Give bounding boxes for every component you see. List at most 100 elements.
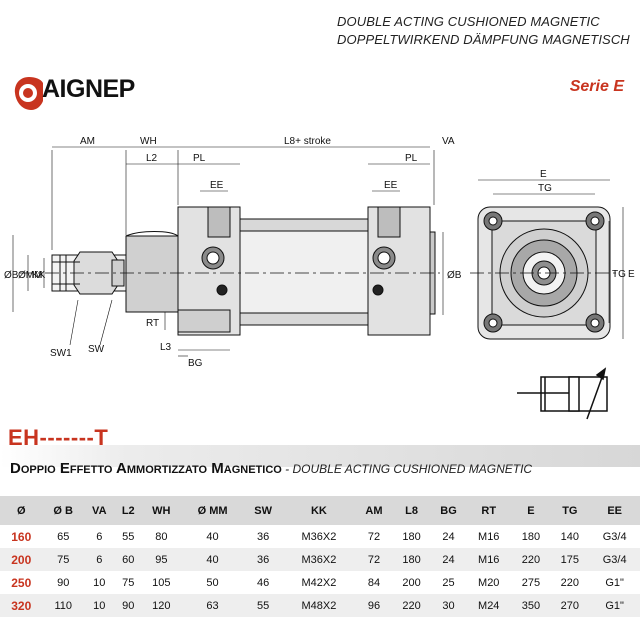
product-title: Doppio Effetto Ammortizzato Magnetico - … bbox=[10, 460, 532, 477]
table-cell: 63 bbox=[206, 599, 219, 612]
table-cell: 160 bbox=[11, 529, 32, 544]
dim-wh: WH bbox=[140, 136, 157, 147]
dim-ob-right: ØB bbox=[447, 270, 462, 281]
dim-ee-left: EE bbox=[210, 180, 224, 191]
dimensions-table: Ø Ø B VA L2 WH Ø MM SW KK AM L8 BG RT E … bbox=[0, 496, 640, 617]
table-cell: 24 bbox=[442, 553, 455, 566]
table-cell: 75 bbox=[122, 576, 135, 589]
table-cell: 6 bbox=[96, 530, 103, 543]
brand-logo-mark bbox=[14, 77, 43, 110]
column-header: KK bbox=[310, 504, 327, 517]
column-header: EE bbox=[607, 504, 622, 517]
table-row: 200 75 6 60 95 40 36 M36X2 72 180 24 M16… bbox=[0, 548, 640, 571]
table-cell: 40 bbox=[206, 553, 219, 566]
dim-am: AM bbox=[80, 136, 95, 147]
dim-tg-side: TG bbox=[612, 269, 626, 280]
dim-va: VA bbox=[442, 136, 455, 147]
column-header: SW bbox=[254, 504, 272, 517]
dim-rt: RT bbox=[146, 318, 159, 329]
table-cell: 46 bbox=[256, 576, 270, 589]
dim-l8: L8+ stroke bbox=[284, 136, 331, 147]
dim-bg: BG bbox=[188, 358, 203, 369]
table-cell: G3/4 bbox=[602, 553, 627, 566]
table-cell: 36 bbox=[256, 530, 270, 543]
table-cell: 110 bbox=[54, 599, 72, 612]
table-cell: 55 bbox=[256, 599, 270, 612]
dim-tg-top: TG bbox=[538, 183, 552, 194]
table-cell: 250 bbox=[11, 575, 32, 590]
table-row: 250 90 10 75 105 50 46 M42X2 84 200 25 M… bbox=[0, 571, 640, 594]
table-cell: 96 bbox=[367, 599, 381, 612]
dim-pl-left: PL bbox=[193, 153, 206, 164]
table-cell: M20 bbox=[478, 576, 500, 589]
table-cell: 25 bbox=[442, 576, 455, 589]
dim-ee-right: EE bbox=[384, 180, 398, 191]
table-cell: 320 bbox=[11, 598, 32, 613]
dim-kk: KK bbox=[32, 270, 46, 281]
table-cell: M16 bbox=[478, 530, 500, 543]
table-cell: 72 bbox=[367, 530, 381, 543]
table-cell: 50 bbox=[206, 576, 219, 589]
product-title-en: DOUBLE ACTING CUSHIONED MAGNETIC bbox=[292, 462, 533, 476]
table-cell: 80 bbox=[155, 530, 168, 543]
column-header: RT bbox=[481, 504, 497, 517]
dim-omm: ØMM bbox=[18, 270, 42, 281]
column-header: L8 bbox=[405, 504, 419, 517]
column-header: BG bbox=[440, 504, 457, 517]
table-cell: 30 bbox=[442, 599, 455, 612]
code-banner bbox=[0, 445, 640, 467]
table-cell: 200 bbox=[402, 576, 421, 589]
table-cell: 90 bbox=[57, 576, 70, 589]
table-cell: 72 bbox=[367, 553, 381, 566]
table-cell: 105 bbox=[152, 576, 171, 589]
column-header: Ø B bbox=[53, 504, 73, 517]
table-cell: 180 bbox=[402, 530, 421, 543]
dim-l3: L3 bbox=[160, 342, 172, 353]
table-cell: M48X2 bbox=[301, 599, 337, 612]
table-row: 320 110 10 90 120 63 55 M48X2 96 220 30 … bbox=[0, 594, 640, 617]
column-header: E bbox=[527, 504, 535, 517]
table-cell: 90 bbox=[122, 599, 135, 612]
table-cell: 65 bbox=[57, 530, 70, 543]
brand-name: AIGNEP bbox=[42, 75, 135, 103]
table-cell: 36 bbox=[256, 553, 270, 566]
table-cell: 220 bbox=[521, 553, 541, 566]
table-cell: G1" bbox=[605, 599, 624, 612]
series-label: Serie E bbox=[569, 78, 624, 95]
table-header-row: Ø Ø B VA L2 WH Ø MM SW KK AM L8 BG RT E … bbox=[0, 496, 640, 525]
table-cell: 60 bbox=[122, 553, 135, 566]
table-cell: 180 bbox=[521, 530, 541, 543]
product-title-separator: - bbox=[281, 462, 293, 476]
table-cell: 350 bbox=[521, 599, 541, 612]
table-cell: 120 bbox=[152, 599, 171, 612]
table-cell: 10 bbox=[93, 576, 106, 589]
column-header: Ø bbox=[16, 504, 26, 517]
table-cell: G3/4 bbox=[602, 530, 627, 543]
table-cell: 180 bbox=[402, 553, 421, 566]
table-cell: 40 bbox=[206, 530, 219, 543]
table-cell: G1" bbox=[605, 576, 624, 589]
table-cell: M24 bbox=[478, 599, 500, 612]
column-header: L2 bbox=[121, 504, 135, 517]
table-cell: 10 bbox=[93, 599, 106, 612]
table-cell: 6 bbox=[96, 553, 103, 566]
table-cell: 75 bbox=[57, 553, 70, 566]
table-cell: M36X2 bbox=[301, 530, 337, 543]
dim-sw1: SW1 bbox=[50, 348, 72, 359]
dim-pl-right: PL bbox=[405, 153, 418, 164]
pneumatic-symbol bbox=[517, 367, 608, 420]
header-line-2: DOPPELTWIRKEND DÄMPFUNG MAGNETISCH bbox=[337, 32, 630, 47]
product-title-it: Doppio Effetto Ammortizzato Magnetico bbox=[10, 460, 282, 477]
cylinder-technical-drawing: AM WH L8+ stroke VA L2 PL PL EE EE E TG … bbox=[4, 136, 635, 369]
table-cell: 175 bbox=[560, 553, 580, 566]
table-cell: M42X2 bbox=[301, 576, 337, 589]
dim-sw: SW bbox=[88, 344, 105, 355]
column-header: VA bbox=[92, 504, 107, 517]
table-cell: 275 bbox=[521, 576, 541, 589]
table-cell: 24 bbox=[442, 530, 455, 543]
product-code: EH-------T bbox=[8, 425, 109, 450]
table-cell: 220 bbox=[560, 576, 580, 589]
column-header: AM bbox=[365, 504, 383, 517]
table-row: 160 65 6 55 80 40 36 M36X2 72 180 24 M16… bbox=[0, 525, 640, 548]
table-cell: 220 bbox=[402, 599, 421, 612]
